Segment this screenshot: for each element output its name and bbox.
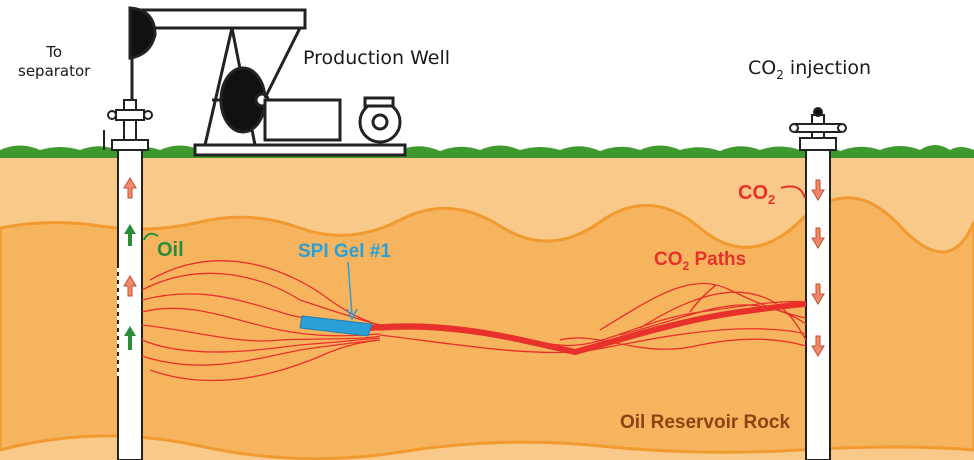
oil-label: Oil [157,239,184,261]
co2-entry-label: CO2 [738,183,775,206]
reservoir-rock-label: Oil Reservoir Rock [620,412,791,433]
arrow-up-icon [123,177,137,350]
co2-paths-prefix: CO [654,249,683,270]
co2-entry-sub: 2 [768,192,776,207]
separator-label-line2: separator [18,62,91,80]
valve-tree-icon [103,99,153,151]
separator-label-line1: To [46,43,63,61]
co2-injection-prefix: CO [748,57,777,79]
spi-gel-block [299,315,373,337]
gel-pointer-head [346,308,358,321]
co2-injection-label: CO2 injection [748,59,871,81]
co2-entry-prefix: CO [738,182,768,204]
co2-paths [141,260,807,382]
main-co2-channel [369,301,807,356]
separator-label: To separator [18,43,90,81]
oil-arrow [143,232,159,241]
valve-tree-icon [789,107,847,151]
co2-paths-suffix: Paths [689,249,747,270]
co2-paths-label: CO2 Paths [654,250,746,272]
production-well-label: Production Well [303,47,451,69]
co2-entry-arrow [780,185,806,199]
arrow-down-icon [811,179,825,357]
pumpjack-icon [128,6,407,157]
co2-injection-suffix: injection [783,57,872,79]
co2-injection-sub: 2 [776,67,784,82]
spi-gel-label: SPI Gel #1 [298,241,391,262]
gel-pointer [347,261,353,316]
co2-paths-sub: 2 [682,258,690,273]
